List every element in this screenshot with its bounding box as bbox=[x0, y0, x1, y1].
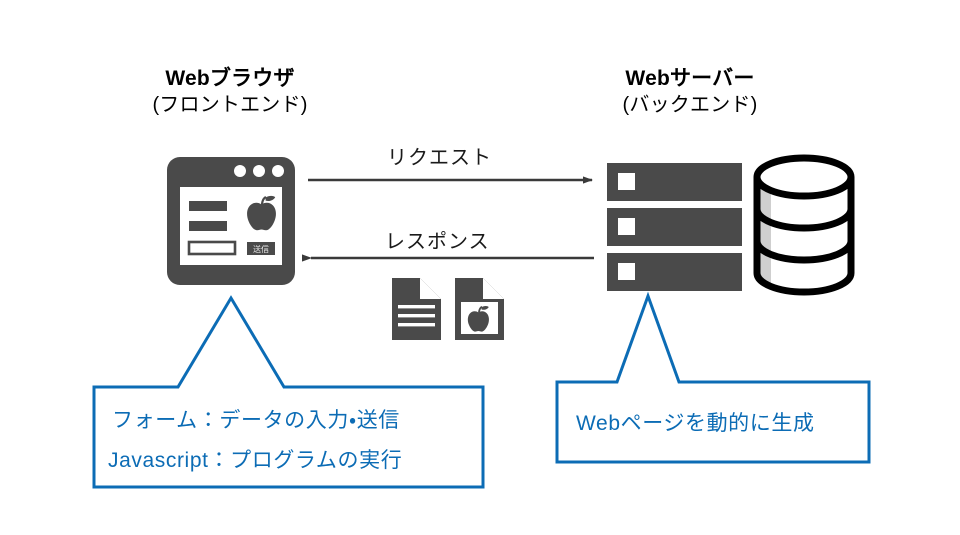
server-led-2 bbox=[618, 218, 635, 235]
server-title-block: Webサーバー (バックエンド) bbox=[520, 66, 860, 118]
callout-right-shape bbox=[555, 291, 871, 464]
browser-field-bar-2 bbox=[189, 221, 227, 231]
server-rack-icon bbox=[607, 163, 742, 291]
browser-dot-3 bbox=[272, 165, 284, 177]
apple-stem bbox=[260, 196, 267, 206]
apple-leaf bbox=[265, 195, 276, 201]
browser-submit-button-icon bbox=[247, 242, 275, 255]
callout-left-line-2: Javascript：プログラムの実行 bbox=[108, 449, 403, 472]
document-text-icon bbox=[392, 278, 441, 340]
server-led-1 bbox=[618, 173, 635, 190]
browser-dot-1 bbox=[234, 165, 246, 177]
browser-title-sub: (フロントエンド) bbox=[152, 93, 308, 116]
callout-right-line-1: Webページを動的に生成 bbox=[576, 412, 815, 435]
apple-icon bbox=[247, 195, 276, 231]
browser-submit-button-label: 送信 bbox=[253, 244, 269, 254]
browser-field-bar-1 bbox=[189, 201, 227, 211]
callout-left-line-1: フォーム：データの入力・送信 bbox=[112, 409, 400, 432]
database-icon bbox=[753, 154, 855, 296]
server-title-main: Webサーバー bbox=[625, 67, 755, 90]
server-title-sub: (バックエンド) bbox=[622, 93, 758, 116]
response-arrow-label: レスポンス bbox=[385, 231, 490, 253]
browser-title-main: Webブラウザ bbox=[165, 67, 295, 90]
browser-text-input-icon bbox=[187, 240, 237, 256]
browser-dot-2 bbox=[253, 165, 265, 177]
browser-window-icon: 送信 bbox=[167, 157, 295, 285]
request-arrow-label: リクエスト bbox=[387, 147, 492, 169]
browser-title-block: Webブラウザ (フロントエンド) bbox=[60, 66, 400, 118]
document-apple-icon bbox=[455, 278, 504, 340]
server-led-3 bbox=[618, 263, 635, 280]
callout-left-shape bbox=[92, 295, 485, 489]
